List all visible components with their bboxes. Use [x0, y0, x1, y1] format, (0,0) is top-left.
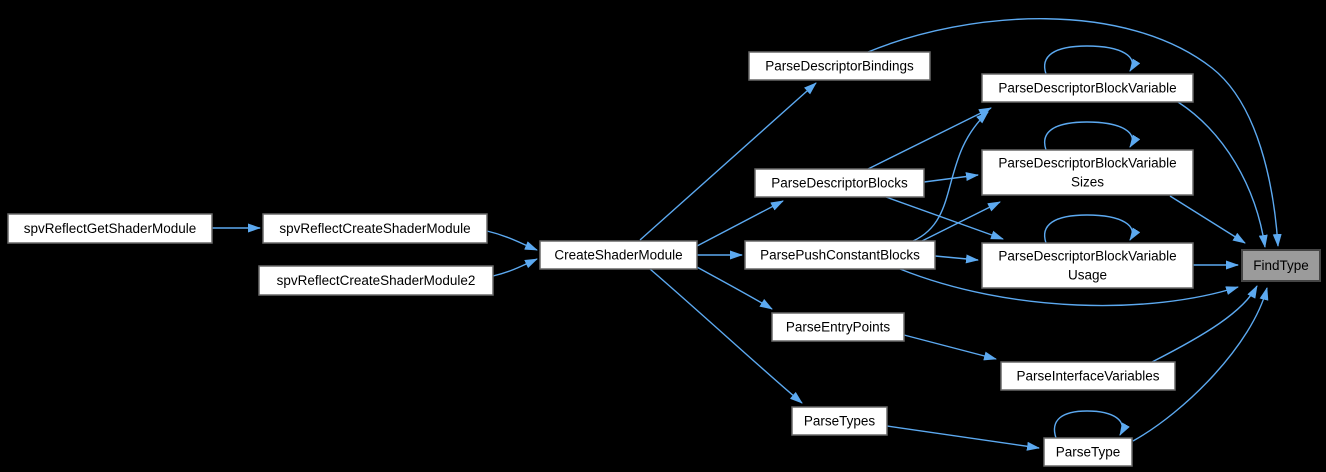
node-box-ParseDescriptorBlocks — [754, 168, 925, 198]
node-CreateShaderModule[interactable]: CreateShaderModule — [539, 240, 698, 270]
edge-CreateShaderModule-to-ParseDescriptorBlocks — [696, 200, 784, 247]
edge-ParseEntryPoints-to-ParseInterfaceVariables — [903, 334, 997, 361]
node-ParseDescriptorBlockVariable[interactable]: ParseDescriptorBlockVariable — [981, 73, 1194, 103]
edge-ParseDescriptorBlockVariable-to-FindType — [1177, 101, 1268, 248]
node-spvReflectCreateShaderModule[interactable]: spvReflectCreateShaderModule — [262, 213, 488, 244]
node-label-spvReflectGetShaderModule: spvReflectGetShaderModule — [24, 221, 197, 236]
node-label-FindType: FindType — [1253, 258, 1309, 273]
edge-ParseDescriptorBindings-to-FindType — [867, 18, 1282, 247]
node-label-ParseDescriptorBlockVariable: ParseDescriptorBlockVariable — [998, 81, 1176, 96]
node-box-ParseTypes — [791, 406, 888, 436]
node-ParseDescriptorBlocks[interactable]: ParseDescriptorBlocks — [754, 168, 925, 198]
node-label-ParseInterfaceVariables: ParseInterfaceVariables — [1016, 369, 1159, 384]
self-loop-edge-ParseDescriptorBlockVariableUsage-to-ParseDescriptorBlockVariableUsage — [1044, 214, 1141, 244]
node-box-ParseDescriptorBindings — [748, 51, 931, 81]
edge-ParseDescriptorBlockVariableSizes-to-FindType — [1169, 195, 1246, 244]
node-label-ParseDescriptorBlocks: ParseDescriptorBlocks — [771, 176, 908, 191]
node-label-ParseDescriptorBindings: ParseDescriptorBindings — [765, 59, 914, 74]
node-box-spvReflectCreateShaderModule2 — [258, 265, 494, 296]
node-spvReflectCreateShaderModule2[interactable]: spvReflectCreateShaderModule2 — [258, 265, 494, 296]
edge-ParsePushConstantBlocks-to-ParseDescriptorBlockVariable — [912, 111, 989, 242]
node-ParseInterfaceVariables[interactable]: ParseInterfaceVariables — [1000, 361, 1176, 391]
node-label-ParseTypes: ParseTypes — [804, 414, 876, 429]
node-spvReflectGetShaderModule[interactable]: spvReflectGetShaderModule — [7, 213, 213, 244]
edges-layer — [212, 18, 1282, 451]
node-box-ParseEntryPoints — [771, 312, 905, 342]
edge-ParseInterfaceVariables-to-FindType — [1151, 285, 1258, 363]
edge-ParsePushConstantBlocks-to-ParseDescriptorBlockVariableSizes — [921, 201, 1001, 242]
edge-ParsePushConstantBlocks-to-FindType — [899, 268, 1239, 307]
edge-CreateShaderModule-to-ParseTypes — [649, 268, 803, 404]
node-box-ParseDescriptorBlockVariableUsage — [981, 242, 1194, 289]
edge-spvReflectCreateShaderModule-to-CreateShaderModule — [486, 230, 538, 251]
node-box-ParseDescriptorBlockVariable — [981, 73, 1194, 103]
node-box-spvReflectGetShaderModule — [7, 213, 213, 244]
self-loop-edge-ParseType-to-ParseType — [1053, 410, 1130, 439]
node-ParseTypes[interactable]: ParseTypes — [791, 406, 888, 436]
edge-CreateShaderModule-to-ParseDescriptorBindings — [639, 82, 817, 241]
edge-ParseDescriptorBlocks-to-ParseDescriptorBlockVariableUsage — [885, 196, 1004, 240]
node-label-spvReflectCreateShaderModule: spvReflectCreateShaderModule — [279, 221, 470, 236]
edge-spvReflectCreateShaderModule2-to-CreateShaderModule — [492, 258, 538, 277]
node-ParseType[interactable]: ParseType — [1043, 437, 1133, 467]
edge-ParseDescriptorBlocks-to-ParseDescriptorBlockVariableSizes — [923, 172, 979, 183]
node-ParsePushConstantBlocks[interactable]: ParsePushConstantBlocks — [744, 240, 936, 270]
edge-CreateShaderModule-to-ParseEntryPoints — [694, 265, 773, 310]
node-box-ParsePushConstantBlocks — [744, 240, 936, 270]
node-label-spvReflectCreateShaderModule2: spvReflectCreateShaderModule2 — [277, 273, 476, 288]
node-box-spvReflectCreateShaderModule — [262, 213, 488, 244]
node-box-FindType — [1241, 249, 1321, 282]
nodes-layer: spvReflectGetShaderModule spvReflectCreat… — [7, 51, 1321, 467]
node-label-ParseEntryPoints: ParseEntryPoints — [786, 320, 891, 335]
edge-ParseTypes-to-ParseType — [886, 425, 1040, 451]
edge-ParseType-to-FindType — [1132, 287, 1269, 442]
edge-ParsePushConstantBlocks-to-ParseDescriptorBlockVariableUsage — [934, 254, 979, 264]
node-label-ParseType: ParseType — [1056, 445, 1121, 460]
node-box-CreateShaderModule — [539, 240, 698, 270]
node-ParseEntryPoints[interactable]: ParseEntryPoints — [771, 312, 905, 342]
edge-ParseDescriptorBlocks-to-ParseDescriptorBlockVariable — [867, 107, 992, 170]
node-label-CreateShaderModule: CreateShaderModule — [554, 248, 682, 263]
node-FindType[interactable]: FindType — [1241, 249, 1321, 282]
node-box-ParseDescriptorBlockVariableSizes — [981, 149, 1194, 196]
node-box-ParseType — [1043, 437, 1133, 467]
self-loop-edge-ParseDescriptorBlockVariable-to-ParseDescriptorBlockVariable — [1044, 45, 1141, 75]
node-box-ParseInterfaceVariables — [1000, 361, 1176, 391]
self-loop-edge-ParseDescriptorBlockVariableSizes-to-ParseDescriptorBlockVariableSizes — [1044, 121, 1141, 151]
node-ParseDescriptorBindings[interactable]: ParseDescriptorBindings — [748, 51, 931, 81]
node-label-ParsePushConstantBlocks: ParsePushConstantBlocks — [760, 248, 920, 263]
